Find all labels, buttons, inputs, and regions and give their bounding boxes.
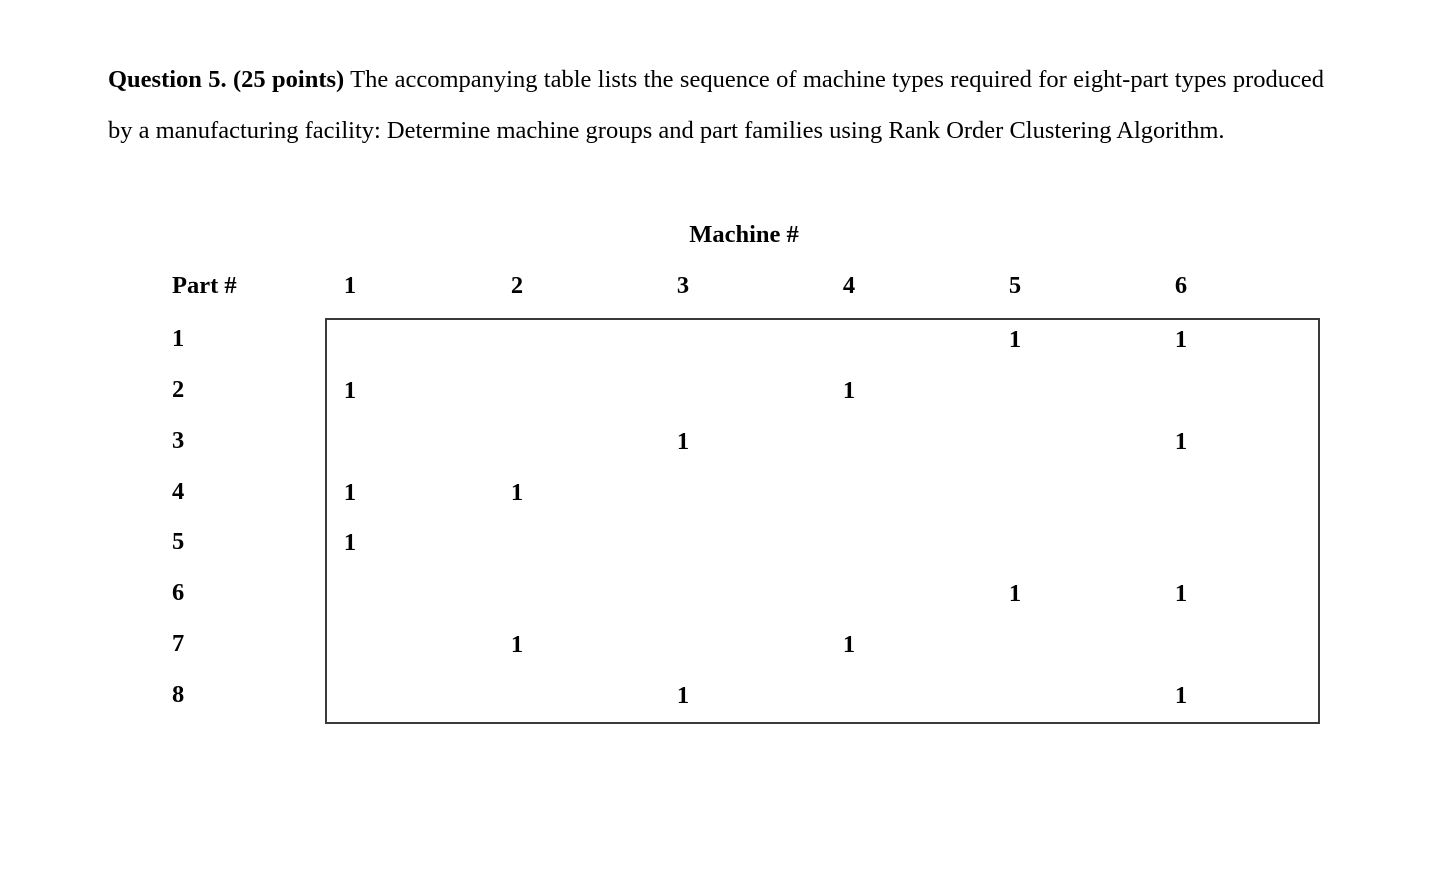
part-row-header-5: 5 xyxy=(172,528,185,555)
matrix-cell-p7-m2: 1 xyxy=(510,631,524,658)
question-label: Question 5. (25 points) xyxy=(108,66,345,93)
part-row-header-8: 8 xyxy=(172,681,185,708)
part-row-header-4: 4 xyxy=(172,478,185,505)
matrix-cell-p1-m5: 1 xyxy=(1008,326,1022,353)
part-row-header-1: 1 xyxy=(172,325,185,352)
machine-header-label: Machine # xyxy=(689,221,799,248)
machine-column-header-5: 5 xyxy=(1008,272,1022,299)
machine-column-header-3: 3 xyxy=(676,272,690,299)
matrix-cell-p2-m1: 1 xyxy=(343,377,357,404)
matrix-cell-p8-m6: 1 xyxy=(1174,682,1188,709)
part-row-header-3: 3 xyxy=(172,427,185,454)
matrix-border-box xyxy=(325,318,1320,724)
part-row-header-6: 6 xyxy=(172,579,185,606)
matrix-cell-p8-m3: 1 xyxy=(676,682,690,709)
machine-column-header-2: 2 xyxy=(510,272,524,299)
matrix-cell-p3-m6: 1 xyxy=(1174,428,1188,455)
matrix-cell-p4-m1: 1 xyxy=(343,479,357,506)
matrix-cell-p1-m6: 1 xyxy=(1174,326,1188,353)
machine-column-header-1: 1 xyxy=(343,272,357,299)
question-body: The accompanying table lists the sequenc… xyxy=(108,66,1324,144)
part-header-label: Part # xyxy=(172,272,237,299)
matrix-cell-p7-m4: 1 xyxy=(842,631,856,658)
part-row-header-7: 7 xyxy=(172,630,185,657)
matrix-cell-p6-m5: 1 xyxy=(1008,580,1022,607)
matrix-cell-p6-m6: 1 xyxy=(1174,580,1188,607)
machine-column-header-4: 4 xyxy=(842,272,856,299)
matrix-cell-p3-m3: 1 xyxy=(676,428,690,455)
question-paragraph: Question 5. (25 points) The accompanying… xyxy=(108,54,1324,156)
matrix-cell-p5-m1: 1 xyxy=(343,529,357,556)
matrix-cell-p2-m4: 1 xyxy=(842,377,856,404)
machine-column-header-6: 6 xyxy=(1174,272,1188,299)
part-row-header-2: 2 xyxy=(172,376,185,403)
matrix-cell-p4-m2: 1 xyxy=(510,479,524,506)
